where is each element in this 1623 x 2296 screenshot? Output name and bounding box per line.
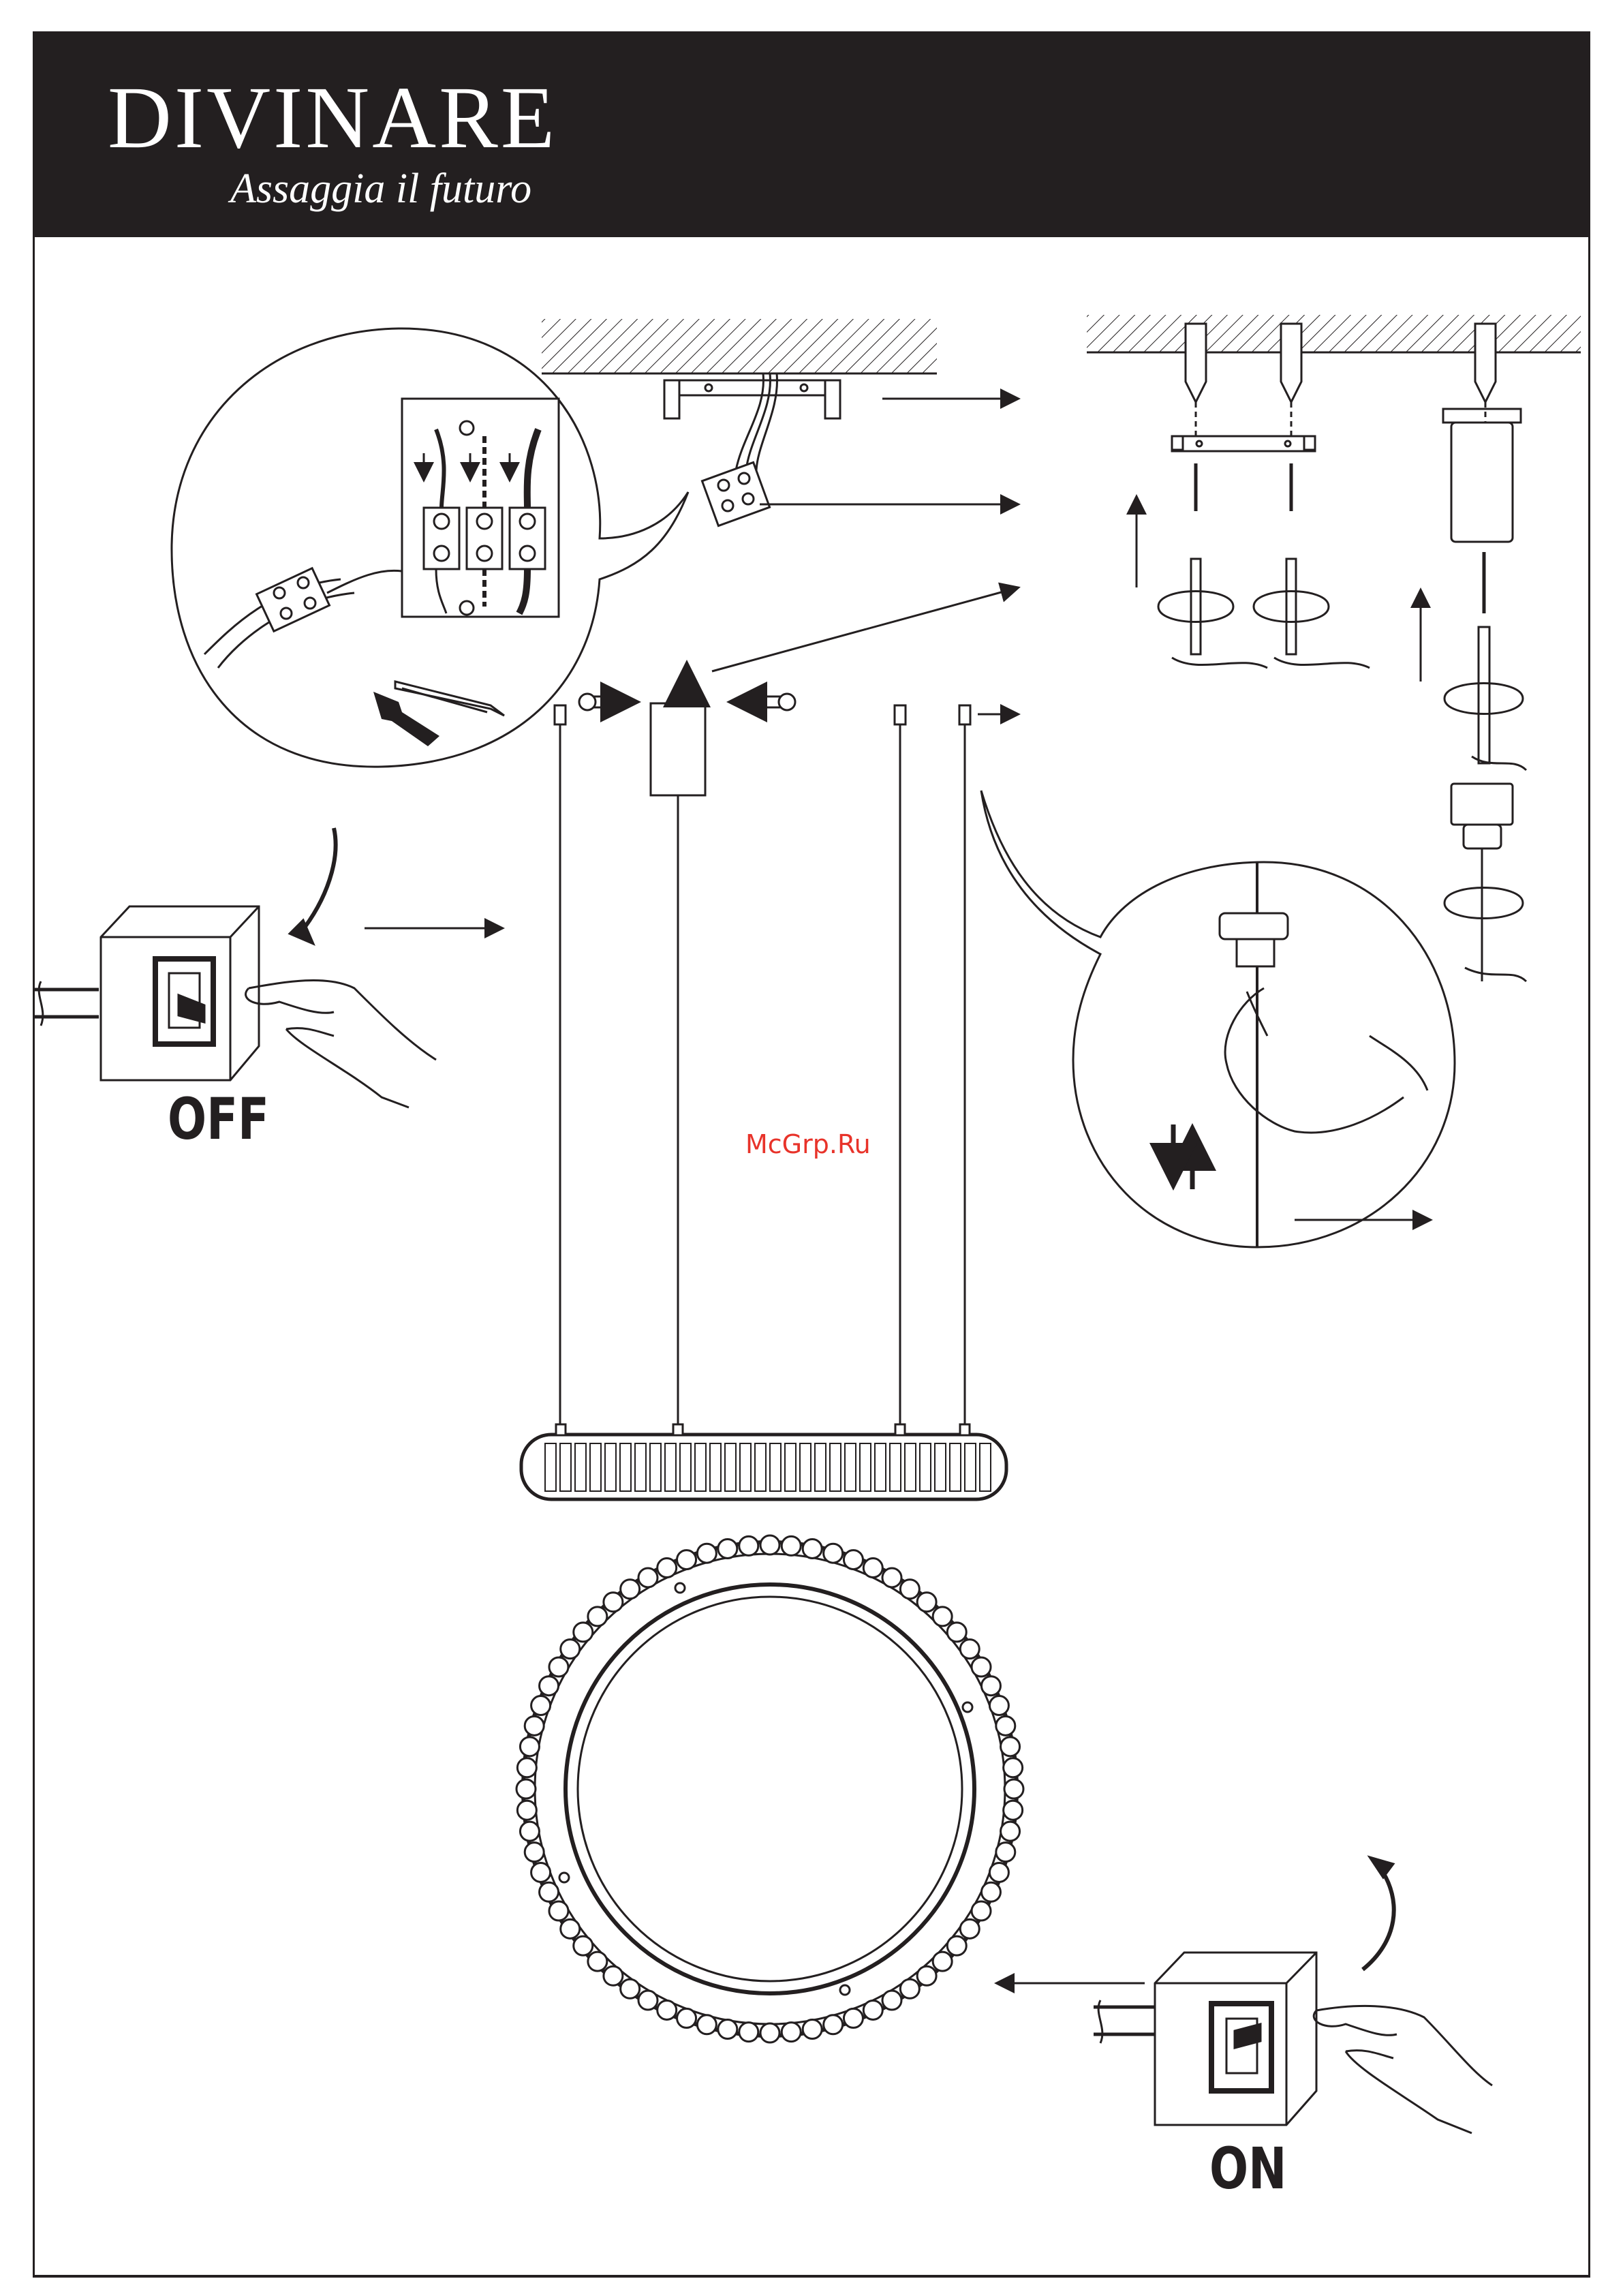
crystal-bump xyxy=(658,1559,677,1578)
crystal-bump xyxy=(1001,1737,1020,1756)
crystal-bump xyxy=(638,1568,658,1587)
arrow-icon xyxy=(300,828,336,934)
crystal-bump xyxy=(947,1936,966,1955)
crystal-bump xyxy=(917,1966,936,1985)
crystal-bump xyxy=(947,1623,966,1642)
crystal-bump xyxy=(981,1882,1000,1901)
mounting-bracket xyxy=(664,380,840,418)
crystal-bump xyxy=(718,2020,737,2039)
crystal-bump xyxy=(697,2015,716,2034)
height-adjust-detail xyxy=(981,791,1455,1247)
screwdriver-icon xyxy=(1444,552,1526,770)
crystal-bump xyxy=(782,2023,801,2042)
suspension-cables xyxy=(555,705,970,1428)
crystal-bump xyxy=(933,1607,952,1626)
crystal-bump xyxy=(517,1801,536,1820)
crystal-bump xyxy=(996,1843,1015,1862)
watermark: McGrp.Ru xyxy=(745,1131,871,1157)
ceiling-hatch-right xyxy=(1087,315,1581,352)
crystal-bump xyxy=(1004,1801,1023,1820)
crystal-bump xyxy=(972,1901,991,1920)
crystal-bump xyxy=(531,1863,551,1882)
crystal-bump xyxy=(1001,1822,1020,1841)
crystal-bump xyxy=(989,1696,1008,1715)
arrow-icon xyxy=(1363,1867,1394,1970)
crystal-bump xyxy=(540,1677,559,1696)
screwdriver-icon xyxy=(1158,559,1370,668)
crystal-bump xyxy=(782,1536,801,1555)
crystal-bump xyxy=(574,1936,593,1955)
crystal-bump xyxy=(561,1640,580,1659)
crystal-bump xyxy=(824,1544,843,1563)
crystal-bump xyxy=(588,1607,607,1626)
crystal-bump xyxy=(621,1580,640,1599)
crystal-bump xyxy=(588,1952,607,1971)
crystal-bump xyxy=(803,2020,822,2039)
crystal-bump xyxy=(933,1952,952,1971)
crystal-bump xyxy=(574,1623,593,1642)
crystal-bump xyxy=(638,1991,658,2010)
crystal-bump xyxy=(549,1657,568,1677)
crystal-bump xyxy=(525,1716,544,1735)
crystal-bump xyxy=(718,1539,737,1558)
crystal-bump xyxy=(1004,1779,1023,1798)
crystal-bump xyxy=(882,1991,901,2010)
switch-on-label: ON xyxy=(1209,2140,1286,2197)
crystal-bump xyxy=(972,1657,991,1677)
crystal-bump xyxy=(540,1882,559,1901)
arrow-icon xyxy=(712,587,1019,671)
crystal-bump xyxy=(739,1536,758,1555)
crystal-bump xyxy=(1004,1758,1023,1777)
screw-icon xyxy=(579,694,637,710)
canopy-cylinder xyxy=(1443,402,1521,542)
crystal-bump xyxy=(960,1919,979,1938)
switch-off-label: OFF xyxy=(168,1090,269,1148)
crystal-bump xyxy=(517,1758,536,1777)
crystal-bump xyxy=(844,1550,863,1570)
crystal-bump xyxy=(760,2023,779,2042)
crystal-bump xyxy=(520,1822,539,1841)
crystal-bump xyxy=(863,2000,882,2019)
screw-icon xyxy=(730,694,795,710)
crystal-bump xyxy=(525,1843,544,1862)
ceiling-hatch-center xyxy=(542,319,937,373)
crystal-bump xyxy=(677,1550,696,1570)
crystal-bump xyxy=(803,1539,822,1558)
crystal-bump xyxy=(989,1863,1008,1882)
hand-icon xyxy=(1314,2006,1492,2133)
crystal-bump xyxy=(516,1779,536,1798)
crystal-bump xyxy=(604,1593,623,1612)
crystal-bump xyxy=(882,1568,901,1587)
crystal-bump xyxy=(981,1677,1000,1696)
wall-switch-icon xyxy=(1094,1953,1316,2125)
terminal-block-icon xyxy=(702,462,769,525)
ring-lamp-top-view xyxy=(516,1535,1023,2042)
crystal-bump xyxy=(520,1737,539,1756)
crystal-bump xyxy=(604,1966,623,1985)
crystal-bump xyxy=(900,1979,919,1998)
bracket-rail xyxy=(1172,402,1315,451)
crystal-bump xyxy=(677,2008,696,2027)
crystal-bump xyxy=(960,1640,979,1659)
crystal-bump xyxy=(658,2000,677,2019)
crystal-bump xyxy=(760,1535,779,1555)
crystal-bump xyxy=(863,1559,882,1578)
crystal-bump xyxy=(621,1979,640,1998)
crystal-bump xyxy=(531,1696,551,1715)
canopy-cap xyxy=(1444,784,1526,981)
crystal-bump xyxy=(739,2023,758,2042)
driver-box xyxy=(651,703,705,795)
hand-icon xyxy=(246,980,436,1107)
screw-icon xyxy=(1196,463,1291,511)
ring-lamp-icon xyxy=(521,1424,1006,1499)
crystal-bump xyxy=(917,1593,936,1612)
crystal-bump xyxy=(900,1580,919,1599)
crystal-bump xyxy=(697,1544,716,1563)
crystal-bump xyxy=(561,1919,580,1938)
crystal-bump xyxy=(549,1901,568,1920)
crystal-bump xyxy=(824,2015,843,2034)
wall-switch-icon xyxy=(33,906,259,1080)
crystal-bump xyxy=(996,1716,1015,1735)
crystal-bump xyxy=(844,2008,863,2027)
